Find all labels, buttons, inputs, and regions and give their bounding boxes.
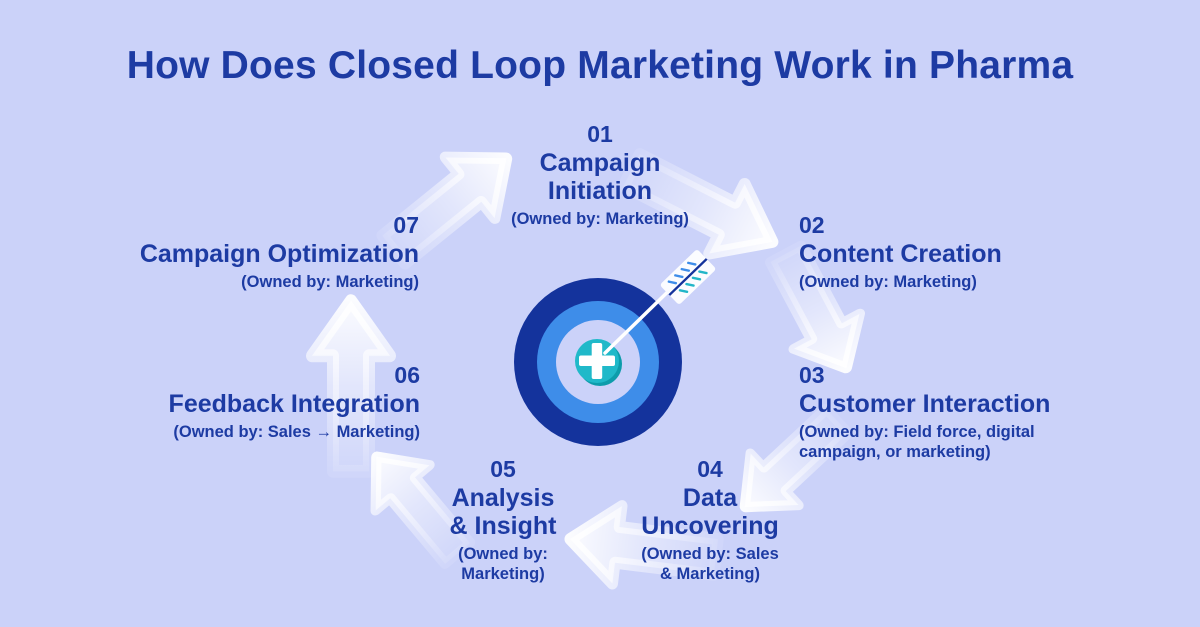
step-name: Campaign Initiation	[539, 149, 661, 205]
step-owner: (Owned by: Sales & Marketing)	[641, 545, 779, 583]
step-owner: (Owned by: Marketing)	[241, 273, 419, 291]
step-number: 02	[799, 212, 825, 238]
step-number: 01	[587, 121, 613, 147]
step-name: Data Uncovering	[641, 484, 779, 540]
step-campaign-optimization: 07 Campaign Optimization (Owned by: Mark…	[119, 212, 419, 292]
step-owner: (Owned by: Field force, digital campaign…	[799, 423, 1035, 461]
step-campaign-initiation: 01 Campaign Initiation (Owned by: Market…	[440, 121, 760, 229]
step-number: 06	[394, 362, 420, 388]
step-data-uncovering: 04 Data Uncovering (Owned by: Sales & Ma…	[610, 456, 810, 584]
step-number: 03	[799, 362, 825, 388]
step-number: 05	[490, 456, 516, 482]
dart-arrow-icon	[603, 250, 716, 355]
step-name: Feedback Integration	[168, 390, 420, 418]
step-owner: (Owned by: Marketing)	[511, 210, 689, 228]
step-name: Campaign Optimization	[139, 240, 419, 268]
step-name: Customer Interaction	[799, 390, 1051, 418]
page-title: How Does Closed Loop Marketing Work in P…	[126, 44, 1074, 87]
step-number: 04	[697, 456, 723, 482]
step-owner: (Owned by: Sales → Marketing)	[173, 423, 420, 441]
step-analysis-insight: 05 Analysis & Insight (Owned by: Marketi…	[403, 456, 603, 584]
step-feedback-integration: 06 Feedback Integration (Owned by: Sales…	[140, 362, 420, 442]
step-customer-interaction: 03 Customer Interaction (Owned by: Field…	[799, 362, 1099, 462]
step-owner: (Owned by: Marketing)	[799, 273, 977, 291]
medical-cross-icon	[579, 343, 615, 379]
step-content-creation: 02 Content Creation (Owned by: Marketing…	[799, 212, 1099, 292]
step-number: 07	[393, 212, 419, 238]
step-name: Content Creation	[799, 240, 1002, 268]
step-owner: (Owned by: Marketing)	[458, 545, 548, 583]
step-name: Analysis & Insight	[449, 484, 557, 540]
